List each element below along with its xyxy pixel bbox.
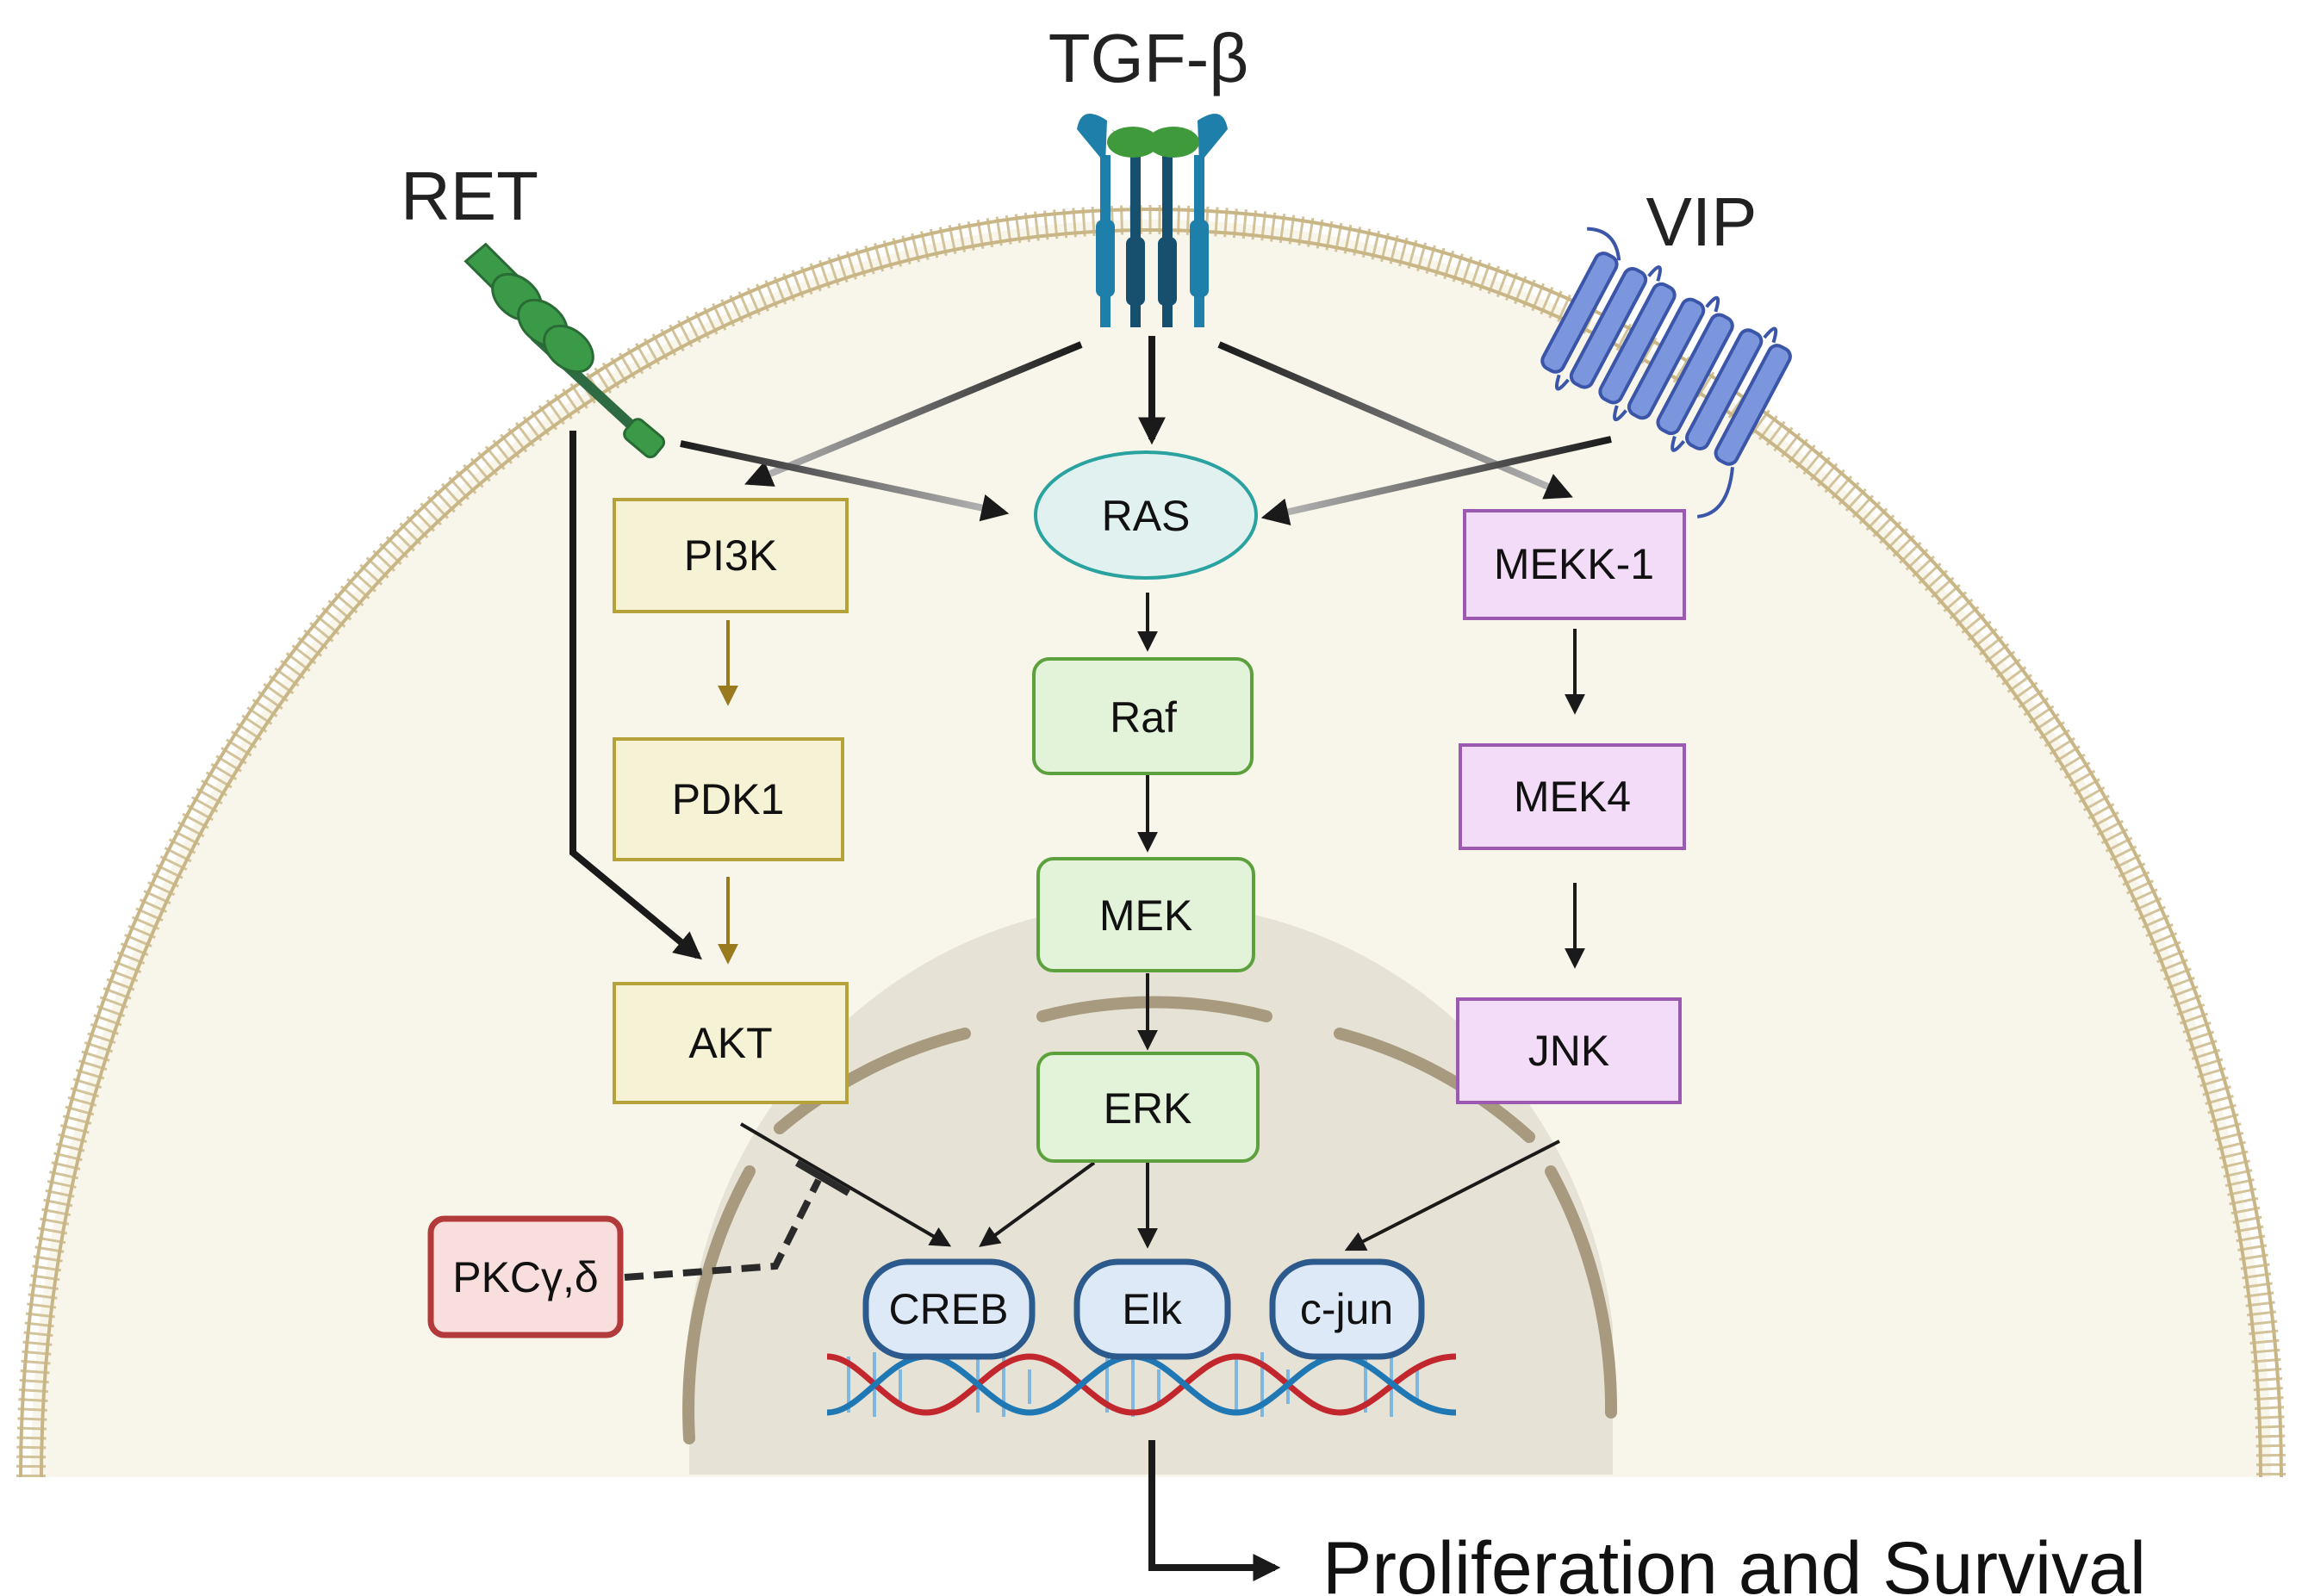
arrow-erk-to-creb [979,1161,1096,1247]
pkc-inhibition [624,1159,851,1281]
pi3k-label: PI3K [684,531,777,580]
node-pi3k: PI3K [613,498,849,613]
arrow-to-output [1148,1440,1281,1581]
node-mekk1: MEKK-1 [1463,509,1686,620]
node-jnk: JNK [1456,997,1682,1104]
ret-receptor-icon [464,242,666,459]
cascade-arrows [718,593,1585,1251]
arrow-jnk-to-cjun [1344,1140,1560,1251]
ret-label: RET [401,158,538,234]
node-mek4: MEK4 [1459,743,1686,850]
raf-label: Raf [1110,693,1177,742]
cjun-label: c-jun [1300,1285,1393,1333]
node-ras: RAS [1034,450,1258,580]
creb-label: CREB [889,1285,1009,1333]
node-erk: ERK [1036,1052,1260,1163]
mekk1-label: MEKK-1 [1494,540,1654,588]
node-pdk1: PDK1 [613,737,844,861]
tgf-beta-receptor-icon [1077,114,1228,327]
vip-label: VIP [1646,183,1758,260]
node-cjun: c-jun [1269,1258,1425,1360]
pdk1-label: PDK1 [672,775,785,823]
nuclear-envelope [682,996,1618,1444]
node-mek: MEK [1036,857,1255,972]
arrow-vip-to-ras [1260,436,1612,525]
arrow-akt-to-creb [739,1122,952,1247]
pkc-label: PKCγ,δ [452,1253,599,1301]
arrow-tgf-to-mekk1 [1217,341,1573,500]
arrow-ret-to-ras [680,440,1010,522]
elk-label: Elk [1122,1285,1182,1333]
node-akt: AKT [613,982,849,1104]
arrow-tgf-to-pi3k [744,341,1083,487]
erk-label: ERK [1104,1084,1192,1133]
akt-label: AKT [688,1019,772,1067]
node-elk: Elk [1073,1258,1231,1360]
jnk-label: JNK [1528,1027,1609,1075]
output-label: Proliferation and Survival [1322,1527,2146,1596]
node-pkc: PKCγ,δ [427,1215,624,1338]
receptor-arrows [569,336,1612,960]
ras-label: RAS [1102,492,1191,540]
tgf-beta-label: TGF-β [1048,20,1249,96]
arrow-ret-to-akt [569,431,702,960]
mek4-label: MEK4 [1514,773,1631,821]
mek-label: MEK [1099,891,1192,940]
cell-membrane [16,205,2286,1478]
node-creb: CREB [862,1258,1036,1360]
node-raf: Raf [1032,657,1254,775]
vip-receptor-icon [1540,227,1792,519]
